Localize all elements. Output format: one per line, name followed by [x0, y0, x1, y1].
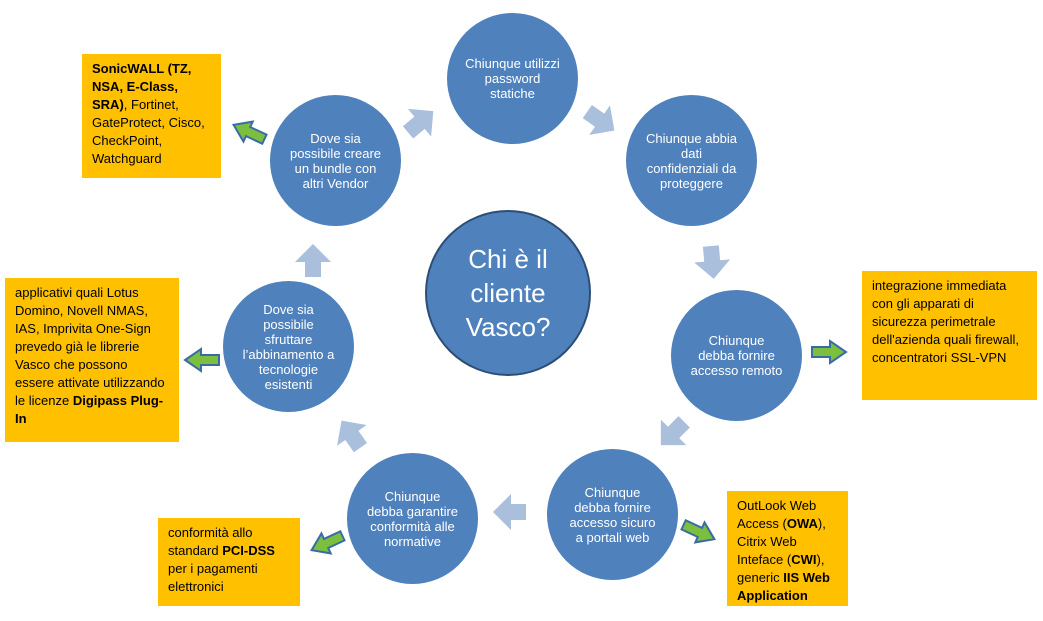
- box-web: OutLook Web Access (OWA), Citrix Web Int…: [727, 491, 848, 606]
- box-pci: conformità allo standard PCI-DSS per i p…: [158, 518, 300, 606]
- cycle-arrow-5: [493, 494, 526, 530]
- cycle-arrow-6: [326, 410, 376, 458]
- box-applicativi-text: applicativi quali Lotus Domino, Novell N…: [15, 285, 165, 408]
- box-vendors: SonicWALL (TZ, NSA, E-Class, SRA), Forti…: [82, 54, 221, 178]
- node-abbinamento-label: Dove sia possibile sfruttare l’abbinamen…: [242, 301, 335, 392]
- node-dati: Chiunque abbia dati confidenziali da pro…: [626, 95, 757, 226]
- side-arrow-perimetrale: [811, 340, 847, 364]
- box-perimetrale-text: integrazione immediata con gli apparati …: [872, 278, 1020, 365]
- side-arrow-applicativi: [184, 348, 220, 372]
- node-normative-label: Chiunque debba garantire conformità alle…: [366, 488, 459, 549]
- box-applicativi-bold: Digipass Plug-In: [15, 393, 164, 426]
- box-web-text-1: OutLook Web Access (: [737, 498, 817, 531]
- box-web-owa: OWA: [786, 516, 818, 531]
- cycle-arrow-4: [648, 409, 697, 458]
- box-web-text-2: ), Citrix Web Inteface (: [737, 516, 826, 567]
- box-pci-bold: PCI-DSS: [222, 543, 275, 558]
- side-arrow-vendors: [227, 113, 271, 151]
- box-web-text-3: ), generic: [737, 552, 825, 585]
- node-normative: Chiunque debba garantire conformità alle…: [347, 453, 478, 584]
- node-password: Chiunque utilizzi password statiche: [447, 13, 578, 144]
- side-arrow-pci: [305, 524, 349, 562]
- cycle-arrow-7: [295, 244, 331, 277]
- box-pci-text: conformità allo standard: [168, 525, 253, 558]
- node-dati-label: Chiunque abbia dati confidenziali da pro…: [645, 130, 738, 191]
- box-web-cwi: CWI: [791, 552, 817, 567]
- node-password-label: Chiunque utilizzi password statiche: [465, 56, 560, 101]
- node-remoto-label: Chiunque debba fornire accesso remoto: [690, 333, 783, 378]
- cycle-arrow-2: [577, 96, 625, 146]
- cycle-arrow-3: [692, 244, 732, 281]
- box-applicativi: applicativi quali Lotus Domino, Novell N…: [5, 278, 179, 442]
- cycle-arrow-1: [396, 97, 445, 147]
- box-vendors-text: , Fortinet, GateProtect, Cisco, CheckPoi…: [92, 97, 205, 166]
- node-portali: Chiunque debba fornire accesso sicuro a …: [547, 449, 678, 580]
- box-vendors-bold: SonicWALL (TZ, NSA, E-Class, SRA): [92, 61, 192, 112]
- node-portali-label: Chiunque debba fornire accesso sicuro a …: [569, 484, 656, 545]
- box-pci-text-2: per i pagamenti elettronici: [168, 561, 258, 594]
- center-label: Chi è il cliente Vasco?: [465, 244, 551, 342]
- side-arrow-web: [677, 513, 721, 551]
- node-remoto: Chiunque debba fornire accesso remoto: [671, 290, 802, 421]
- center-circle: Chi è il cliente Vasco?: [425, 210, 591, 376]
- node-bundle: Dove sia possibile creare un bundle con …: [270, 95, 401, 226]
- box-web-iis: IIS Web Application: [737, 570, 830, 603]
- node-abbinamento: Dove sia possibile sfruttare l’abbinamen…: [223, 281, 354, 412]
- box-perimetrale: integrazione immediata con gli apparati …: [862, 271, 1037, 400]
- node-bundle-label: Dove sia possibile creare un bundle con …: [289, 130, 382, 191]
